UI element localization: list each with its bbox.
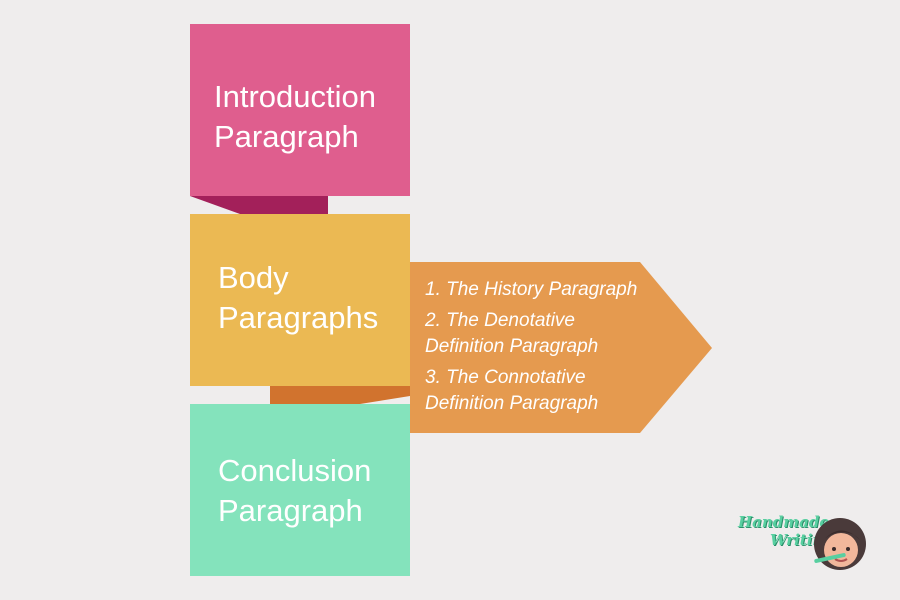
list-item-connotative: 3. The Connotative Definition Paragraph — [425, 365, 637, 417]
intro-line-1: Introduction — [214, 79, 376, 114]
writer-avatar-icon — [814, 518, 866, 570]
body-box: Body Paragraphs — [190, 214, 410, 386]
list-item-connotative-line-1: 3. The Connotative — [425, 367, 586, 388]
list-item-denotative: 2. The Denotative Definition Paragraph — [425, 308, 637, 360]
list-item-denotative-line-2: Definition Paragraph — [425, 336, 599, 357]
introduction-box: Introduction Paragraph — [190, 24, 410, 196]
list-item-history: 1. The History Paragraph — [425, 277, 637, 303]
body-arrow-shape — [410, 262, 712, 433]
list-item-history-line-1: 1. The History Paragraph — [425, 279, 638, 300]
handmade-writing-logo: Handmade Writing — [738, 508, 868, 578]
intro-box-bg — [190, 24, 410, 196]
body-line-1: Body — [218, 260, 289, 295]
body-fold — [270, 386, 410, 404]
intro-line-2: Paragraph — [214, 119, 359, 154]
list-item-denotative-line-1: 2. The Denotative — [425, 310, 575, 331]
list-item-connotative-line-2: Definition Paragraph — [425, 393, 599, 414]
conclusion-line-2: Paragraph — [218, 493, 363, 528]
conclusion-box: Conclusion Paragraph — [190, 404, 410, 576]
conclusion-line-1: Conclusion — [218, 453, 372, 488]
intro-fold — [190, 196, 328, 214]
conclusion-box-bg — [190, 404, 410, 576]
body-line-2: Paragraphs — [218, 300, 379, 335]
logo-line-1: Handmade — [738, 513, 829, 531]
body-box-bg — [190, 214, 410, 386]
body-paragraph-list: 1. The History Paragraph 2. The Denotati… — [425, 277, 637, 422]
